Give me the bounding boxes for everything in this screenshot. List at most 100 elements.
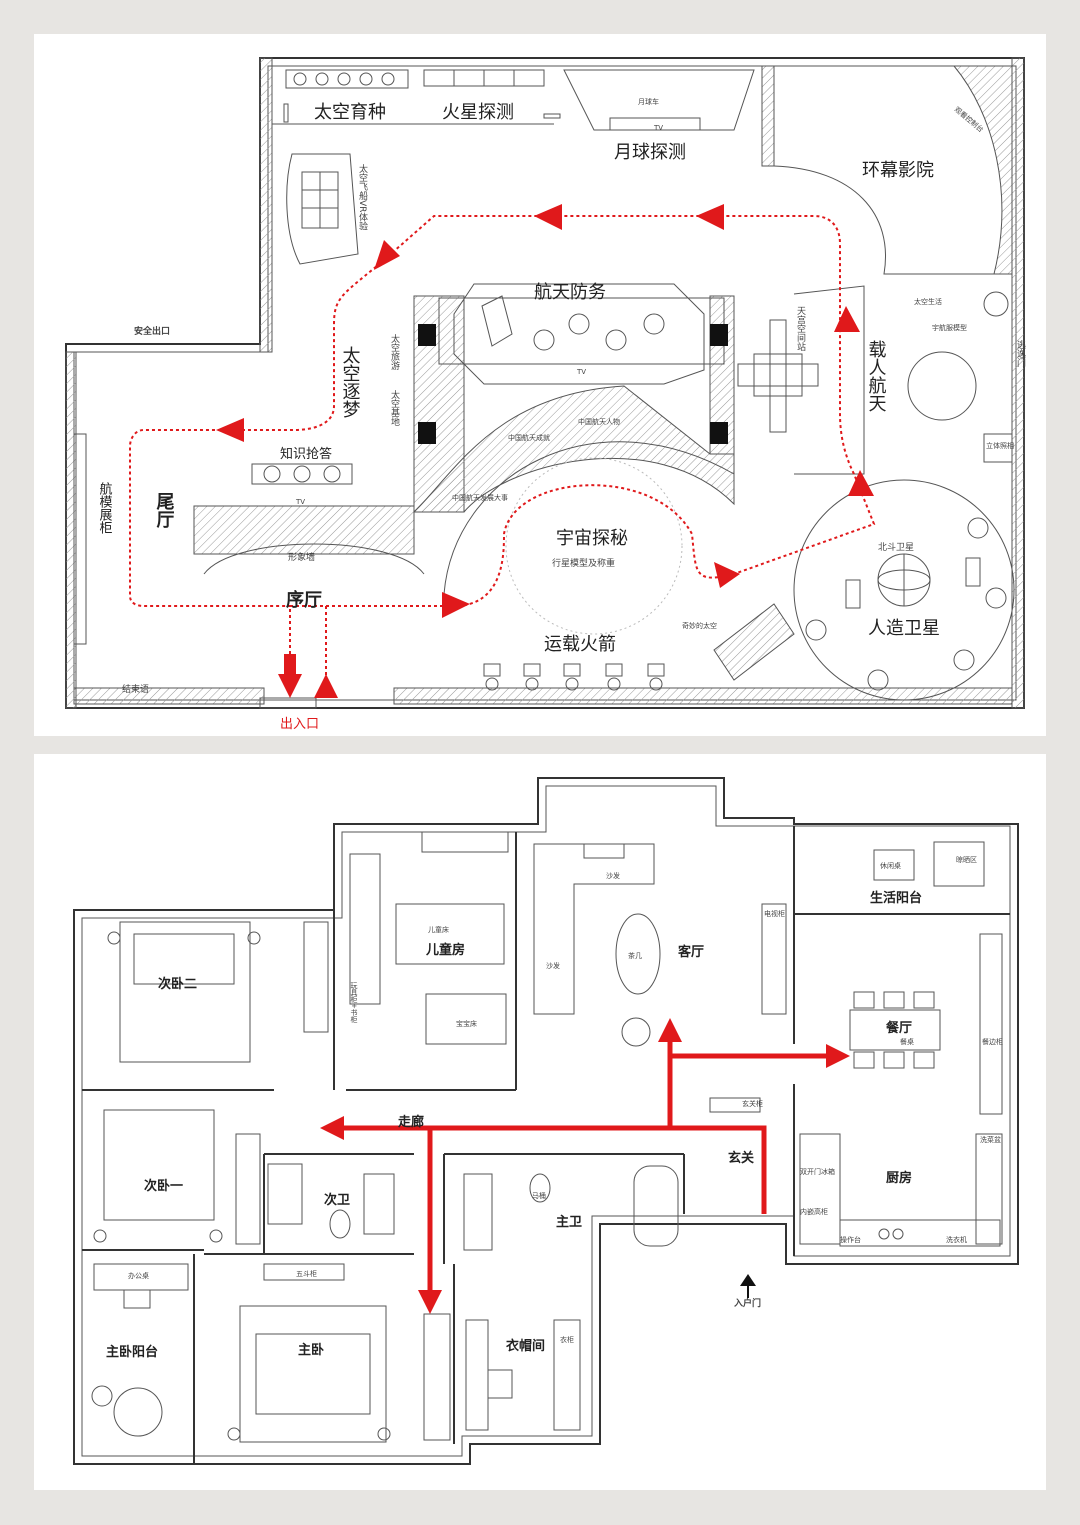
route-arrow (848, 470, 874, 496)
route-arrow (834, 306, 860, 332)
label-tiangong: 天宫空间站 (795, 306, 806, 352)
label-corridor: 走廊 (398, 1114, 424, 1130)
label-stove: 操作台 (840, 1235, 861, 1244)
label-rocket: 运载火箭 (544, 634, 616, 655)
label-drying: 晾晒区 (956, 855, 977, 864)
label-tail-hall: 尾厅 (154, 492, 175, 528)
label-tv-cabinet: 电视柜 (764, 909, 785, 918)
round-table (113, 1387, 163, 1437)
label-toy-cabinet: 玩具柜+书柜 (350, 982, 358, 1024)
label-kitchen: 厨房 (886, 1170, 912, 1186)
globe-icons-defense (533, 313, 665, 351)
arrow-dining (826, 1044, 850, 1068)
dining-table (849, 1009, 941, 1051)
vr-spaceship (286, 153, 359, 265)
label-satellite: 人造卫星 (868, 618, 940, 639)
wall-hatch-right (1011, 57, 1025, 709)
label-master: 主卧 (298, 1342, 324, 1358)
label-ending: 结束语 (122, 683, 149, 695)
label-leisure: 休闲桌 (880, 861, 901, 870)
lunar-stage (563, 69, 755, 131)
label-bath2: 次卫 (324, 1192, 350, 1208)
master-bed (239, 1305, 387, 1443)
label-sofa-2: 沙发 (546, 961, 560, 970)
label-bedroom1: 次卧一 (144, 1178, 183, 1194)
label-mars: 火星探测 (442, 102, 514, 123)
label-universe: 宇宙探秘 (556, 528, 628, 549)
dining-chairs (853, 991, 935, 1069)
mars-cabinets (423, 69, 545, 87)
label-beidou: 北斗卫星 (878, 542, 914, 553)
route-arrow (534, 204, 562, 230)
apartment-plan-svg: 次卧二 儿童房 客厅 生活阳台 餐厅 次卧一 走廊 次卫 主卫 玄关 厨房 主卧… (73, 777, 1019, 1465)
route-arrow (714, 562, 740, 588)
label-space-tourism: 太空旅游 (389, 333, 400, 371)
achievement-wall (412, 385, 735, 513)
label-five-drawer: 五斗柜 (296, 1269, 317, 1278)
internal-walls (82, 826, 1010, 1464)
bathtub (633, 1165, 679, 1247)
label-tv-defense: TV (576, 368, 586, 376)
defense-box (438, 297, 725, 365)
label-tv: TV (653, 124, 663, 132)
label-sideboard: 餐边柜 (982, 1037, 1003, 1046)
label-image-wall: 形象墙 (288, 551, 315, 563)
label-desk: 办公桌 (128, 1271, 149, 1280)
label-space-life: 太空生活 (914, 297, 942, 306)
arrow-living (658, 1018, 682, 1042)
label-space-base: 太空基地 (389, 389, 400, 426)
seed-trays (285, 69, 409, 89)
label-balcony: 生活阳台 (870, 890, 922, 906)
label-vr: 太空飞船VR体验 (357, 163, 368, 231)
entrance-arrow-in (278, 674, 302, 698)
label-childroom: 儿童房 (425, 942, 465, 958)
exhibition-plan-panel: 太空育种 火星探测 月球车 TV 月球探测 环幕影院 观看控制台 太空飞船VR体… (34, 34, 1046, 736)
label-coffee-table: 茶几 (628, 951, 642, 960)
label-bedroom2: 次卧二 (158, 976, 197, 992)
label-shoe-cabinet: 玄关柜 (742, 1099, 763, 1108)
label-spacesuit: 宇航服模型 (932, 323, 967, 332)
label-defense: 航天防务 (534, 282, 606, 303)
rocket-cabinets (483, 663, 665, 691)
label-safe-exit: 安全出口 (134, 325, 170, 337)
label-space-dream: 太空逐梦 (340, 346, 361, 418)
bed-bedroom1 (103, 1109, 215, 1221)
arrow-corridor (320, 1116, 344, 1140)
label-planets: 行星模型及称重 (552, 557, 615, 569)
label-foyer: 玄关 (728, 1150, 754, 1166)
label-entrance: 出入口 (280, 717, 319, 732)
satellite-hall (793, 479, 1015, 701)
label-achievements: 中国航天成就 (508, 433, 550, 442)
crewed-dome (907, 351, 977, 421)
sofa (533, 843, 655, 1015)
label-master-balcony: 主卧阳台 (106, 1344, 158, 1360)
coffee-table (615, 913, 661, 995)
label-fridge: 双开门冰箱 (800, 1167, 835, 1176)
label-figures: 中国航天人物 (578, 417, 620, 426)
label-entry-door: 入户门 (733, 1297, 761, 1309)
wall-hatch-bottom-left (73, 687, 265, 705)
label-photo: 立体照相 (986, 441, 1014, 450)
route-arrow (216, 418, 244, 442)
bed-bedroom2 (119, 921, 251, 1063)
apartment-plan-panel: 次卧二 儿童房 客厅 生活阳台 餐厅 次卧一 走廊 次卫 主卫 玄关 厨房 主卧… (34, 754, 1046, 1490)
route-arrow (696, 204, 724, 230)
tv-cabinet (761, 903, 787, 1015)
label-dining-table: 餐桌 (900, 1037, 914, 1046)
toilet-master (529, 1173, 551, 1203)
label-dishwasher: 洗衣机 (946, 1235, 967, 1244)
label-quiz: 知识抢答 (280, 446, 332, 462)
label-crib: 宝宝床 (456, 1019, 477, 1028)
label-lunar: 月球探测 (614, 142, 686, 163)
label-history: 中国航天发展大事 (452, 493, 508, 502)
visitor-route (129, 215, 876, 684)
child-bed (395, 903, 505, 965)
label-oven: 内嵌高柜 (800, 1207, 828, 1216)
label-basin: 洗菜盆 (980, 1135, 1001, 1144)
wall-hatch-left (259, 57, 273, 353)
route-arrow (442, 592, 470, 618)
exhibition-plan-svg: 太空育种 火星探测 月球车 TV 月球探测 环幕影院 观看控制台 太空飞船VR体… (65, 57, 1026, 732)
entrance-arrow-out (314, 674, 338, 698)
tiangong-model (737, 319, 819, 433)
label-escape-door: 逃逸门 (1015, 339, 1026, 368)
